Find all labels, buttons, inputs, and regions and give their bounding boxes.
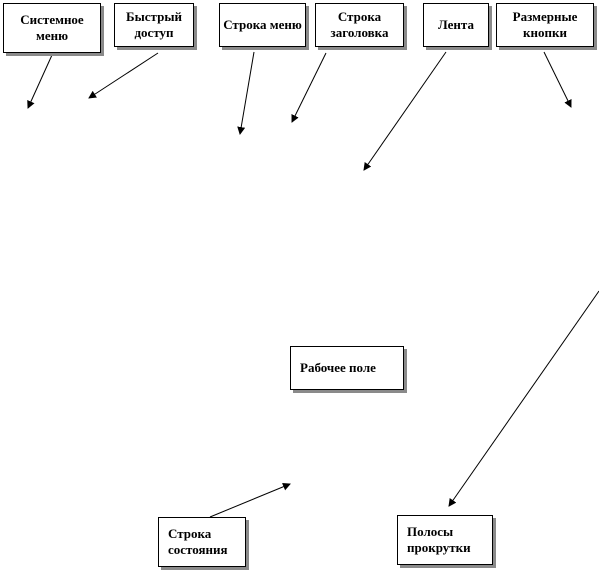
arrow-status-bar <box>209 482 291 518</box>
title-bar-callout: Строка заголовка <box>315 3 404 47</box>
arrow-system-menu <box>27 54 53 109</box>
ribbon-callout: Лента <box>423 3 489 47</box>
system-menu-callout: Системное меню <box>3 3 101 53</box>
arrow-title-bar <box>291 52 327 123</box>
arrow-size-buttons <box>543 51 572 108</box>
work-area-callout: Рабочее поле <box>290 346 404 390</box>
arrow-ribbon <box>363 51 447 171</box>
quick-access-callout: Быстрый доступ <box>114 3 194 47</box>
menu-bar-callout: Строка меню <box>219 3 306 47</box>
arrow-menu-bar <box>237 51 255 135</box>
scrollbars-callout: Полосы прокрутки <box>397 515 493 565</box>
arrow-scrollbars <box>448 290 599 507</box>
arrow-quick-access <box>88 52 159 99</box>
status-bar-callout: Строка состояния <box>158 517 246 567</box>
size-buttons-callout: Размерные кнопки <box>496 3 594 47</box>
